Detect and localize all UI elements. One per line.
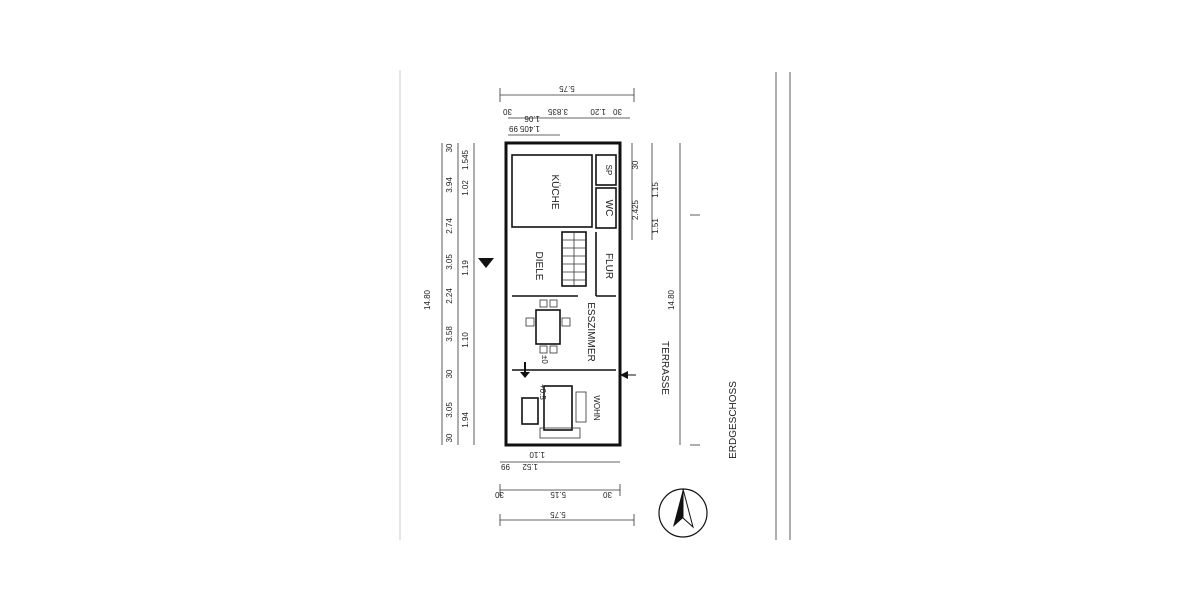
dim-left-9: 3.58 <box>445 326 454 342</box>
dim-left-19: 30 <box>445 433 454 442</box>
wc-room <box>595 187 617 229</box>
level-mark-zero: ±0 <box>540 355 549 364</box>
room-label-kitchen: KÜCHE <box>549 174 561 209</box>
room-label-living: WOHN <box>592 395 601 421</box>
plan-title: ERDGESCHOSS <box>728 381 739 459</box>
dim-right-overall: 14.80 <box>667 289 676 310</box>
dining-table <box>525 299 571 354</box>
dim-bottom-inner-1: 1.52 <box>522 462 538 471</box>
entrance-arrow-icon <box>478 258 494 268</box>
dim-top-3: 1.20 <box>590 107 606 116</box>
dim-bottom-overall: 5.75 <box>550 510 566 519</box>
terrace-arrow-icon <box>620 371 636 379</box>
dim-left-overall: 14.80 <box>423 289 432 310</box>
dim-bottom-2: 30 <box>603 490 612 499</box>
kitchen-room <box>511 154 593 228</box>
dim-left-15: 3.05 <box>445 402 454 418</box>
dim-left-inner-5: 1.10 <box>461 332 470 348</box>
dim-bottom-inner-2: 1.10 <box>529 450 545 459</box>
dim-right-inner-0: 1.51 <box>651 218 660 234</box>
dim-left-12: 30 <box>445 369 454 378</box>
dim-top-1: 3.835 <box>547 107 568 116</box>
dim-left-5: 3.05 <box>445 254 454 270</box>
north-arrow-icon <box>658 488 708 538</box>
terrace-annotation: TERRASSE <box>659 341 670 395</box>
dim-bottom-1: 5.15 <box>550 490 566 499</box>
dim-top-overall: 5.75 <box>559 84 575 93</box>
dim-left-1: 3.94 <box>445 177 454 193</box>
dim-left-inner-0: 1.545 <box>461 149 470 170</box>
dim-bottom-0: 30 <box>495 490 504 499</box>
sofa-set <box>521 385 587 439</box>
room-label-storage: SP <box>604 165 613 176</box>
dim-left-inner-2: 1.02 <box>461 180 470 196</box>
dim-bottom-inner-0: 99 <box>501 462 510 471</box>
dim-top-0: 30 <box>503 107 512 116</box>
dim-right-inner-1: 1.15 <box>651 182 660 198</box>
dim-left-inner-3: 1.19 <box>461 260 470 276</box>
dim-right-1: 2.425 <box>631 199 640 220</box>
dim-top-inner-2: 1.06 <box>524 114 540 123</box>
dim-top-5: 30 <box>613 107 622 116</box>
room-label-corridor: FLUR <box>603 253 614 279</box>
dim-left-0: 30 <box>445 143 454 152</box>
room-label-dining: ESSZIMMER <box>585 302 596 361</box>
room-label-wc: WC <box>603 200 614 217</box>
arrow-icon <box>520 362 530 378</box>
dim-left-7: 2.24 <box>445 288 454 304</box>
dim-right-4: 30 <box>631 160 640 169</box>
dim-top-inner-1: 1.405 <box>519 124 540 133</box>
dim-top-inner-0: 99 <box>509 124 518 133</box>
room-label-hall: DIELE <box>533 252 544 281</box>
exterior-wall <box>504 141 622 447</box>
dim-left-inner-8: 1.94 <box>461 412 470 428</box>
storage-room <box>595 154 617 186</box>
level-mark: +0.5 <box>538 384 547 400</box>
staircase <box>561 231 587 287</box>
dim-left-3: 2.74 <box>445 218 454 234</box>
